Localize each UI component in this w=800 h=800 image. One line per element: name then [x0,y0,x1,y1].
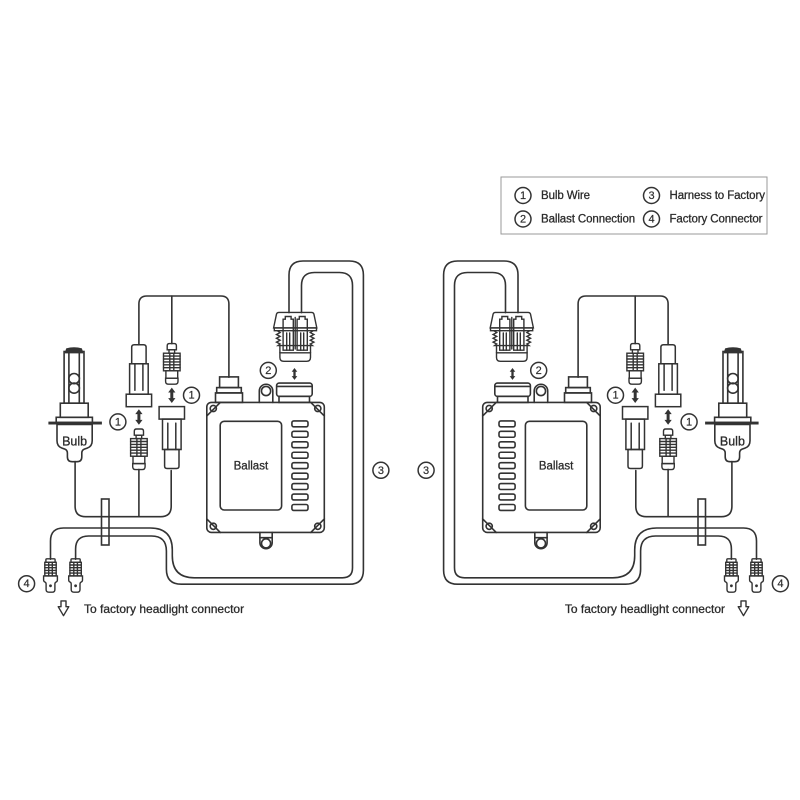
ballast-socket-base [278,395,311,404]
ballast-mount-hole-bottom [260,538,272,549]
caption-right: To factory headlight connector [565,600,750,617]
callout-bulb-wire-left-a: 1 [109,413,127,431]
diagram-labels: Bulb Bulb Ballast Ballast 1 1 2 3 4 1 [17,361,790,617]
bulb-arc-chamber-bottom [67,382,81,394]
bulb-body [56,423,93,463]
harness-connector-prong-right [296,315,308,351]
ballast-label-panel [219,420,283,511]
harness-wire-inner [49,271,354,579]
bulb-glass-tube [63,350,85,405]
bulb-label-left: Bulb [62,434,87,448]
svg-text:2: 2 [520,214,526,226]
ballast-vent-slot [291,451,309,459]
legend-label-4: Factory Connector [670,214,763,226]
svg-text:3: 3 [423,465,429,477]
connector-pair-2 [158,342,186,470]
harness-connector-prong-left-stem [286,332,291,351]
bulb-wire-bottom [74,460,172,518]
ballast-case [206,401,326,534]
ballast-vent-slot [291,440,309,449]
ballast-mount-tab-top [258,383,274,404]
right-diagram-artwork [444,261,764,592]
bulb-label-right: Bulb [720,434,745,448]
bulb-tip [64,347,84,354]
ballast-screw-tl [209,404,218,413]
harness-connector-thread-right [308,330,316,347]
harness-connector [272,311,318,362]
svg-text:2: 2 [265,365,271,377]
legend-label-1: Bulb Wire [541,190,590,202]
ballast-screw-tr [313,404,322,413]
callout-ballast-connection-right: 2 [529,361,548,380]
svg-text:4: 4 [648,214,654,226]
left-diagram-artwork [42,260,365,594]
caption-right-text: To factory headlight connector [565,602,725,616]
bulb-wire-top-harness [138,295,230,378]
legend-item-2: 2 Ballast Connection [514,210,635,228]
legend-label-2: Ballast Connection [541,214,635,226]
connector-pair-1 [125,343,153,471]
harness-connector-prong-left [282,315,294,351]
ballast-plug-tier3 [214,392,244,404]
bulb-base-upper [59,402,89,419]
svg-text:4: 4 [777,578,783,590]
ballast-vent-slot [291,503,309,512]
svg-text:1: 1 [115,416,121,428]
callout-bulb-wire-right-a: 1 [680,413,698,431]
caption-left: To factory headlight connector [57,600,244,617]
ballast-plug-tier1 [218,376,240,389]
legend-item-4: 4 Factory Connector [642,210,763,228]
callout-bulb-wire-right-b: 1 [606,386,625,404]
svg-text:2: 2 [536,365,542,377]
wires [49,260,365,585]
callout-factory-connector-left: 4 [17,574,36,593]
ballast-vent-slot [291,493,309,501]
ballast-screw-bl [209,522,218,531]
svg-text:1: 1 [686,416,692,428]
harness-connector-thread-left [275,330,282,347]
ballast-vent-slot [291,430,309,439]
callout-factory-connector-right: 4 [771,574,790,593]
bulb [48,347,102,463]
svg-text:1: 1 [520,190,526,202]
caption-left-text: To factory headlight connector [84,602,244,616]
ballast-screw-br [313,522,322,531]
harness-connector-prong-right-stem [300,332,305,351]
legend-label-3: Harness to Factory [670,190,766,202]
ballast-corner-chamfers [206,401,326,534]
legend-box [500,176,768,235]
legend-item-1: 1 Bulb Wire [514,186,590,205]
legend-item-3: 3 Harness to Factory [642,186,766,205]
svg-text:3: 3 [378,465,384,477]
callout-harness-left: 3 [372,461,390,480]
harness-connector-body [279,344,312,362]
callout-ballast-connection-left: 2 [259,361,278,380]
bulb-arc-chamber-top [67,372,81,385]
ballast-label-right: Ballast [539,460,574,472]
ballast-mount-hole-top [260,385,272,397]
ballast-vent-slot [291,482,309,491]
ballast-label-left: Ballast [234,460,269,472]
factory-terminals [42,557,84,594]
wire-sleeve [100,498,110,546]
callout-harness-right: 3 [417,461,435,480]
ballast-vent-slot [291,420,309,428]
bulb-flange [48,421,102,425]
ballast-socket [275,382,314,398]
ballast-vents [291,420,309,512]
svg-text:4: 4 [24,578,30,590]
ballast-vent-slot [291,461,309,470]
bulb-glass-inner [68,351,81,404]
svg-text:1: 1 [188,390,194,402]
ballast [206,376,326,550]
callout-bulb-wire-left-b: 1 [182,386,201,404]
harness-wire-outer [74,260,365,585]
svg-text:1: 1 [612,390,618,402]
ballast-vent-slot [291,472,309,480]
svg-text:3: 3 [648,190,654,202]
legend: 1 Bulb Wire 2 Ballast Connection 3 Harne… [500,176,768,235]
